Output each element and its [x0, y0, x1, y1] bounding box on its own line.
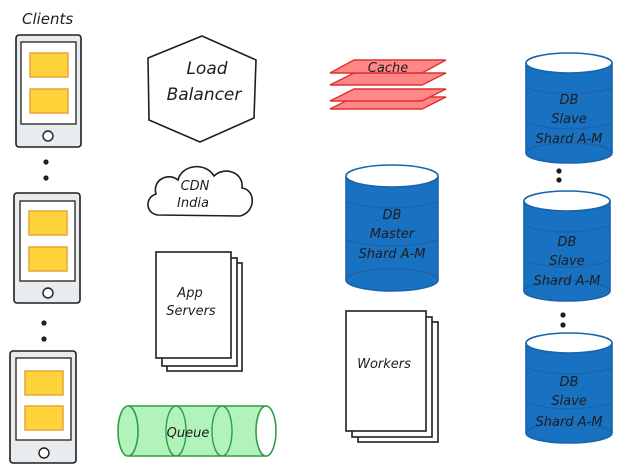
db-master-label-1: DB — [383, 208, 402, 223]
phone-icon-1 — [15, 34, 82, 148]
db-slave-1-cylinder: DB Slave Shard A-M — [525, 52, 613, 164]
db-master-label-2: Master — [370, 227, 416, 242]
vertical-ellipsis-icon-2 — [41, 320, 47, 342]
cdn-cloud-shape: CDN India — [147, 165, 254, 217]
db-master-cylinder: DB Master Shard A-M — [345, 164, 439, 292]
db-slave-3-label-1: DB — [560, 375, 579, 390]
db-slave-1-label-3: Shard A-M — [536, 132, 603, 147]
db-slave-2-cylinder: DB Slave Shard A-M — [523, 190, 611, 302]
clients-label: Clients — [22, 10, 73, 28]
db-slave-3-cylinder: DB Slave Shard A-M — [525, 332, 613, 444]
phone-icon-2 — [13, 192, 81, 304]
db-slave-1-label-1: DB — [560, 93, 579, 108]
workers-label: Workers — [357, 357, 411, 372]
cache-stack: Cache — [329, 59, 447, 110]
queue-cylinder: Queue — [117, 405, 277, 457]
db-slave-2-label-2: Slave — [549, 254, 585, 269]
app-servers-label-1: App — [176, 286, 202, 301]
queue-label: Queue — [167, 426, 210, 441]
db-slave-2-label-1: DB — [558, 235, 577, 250]
db-slave-2-label-3: Shard A-M — [534, 274, 601, 289]
db-slave-3-label-3: Shard A-M — [536, 415, 603, 430]
workers-stack: Workers — [345, 310, 439, 443]
vertical-ellipsis-icon-4 — [560, 312, 566, 328]
db-slave-1-label-2: Slave — [551, 112, 587, 127]
load-balancer-hexagon: Load Balancer — [147, 35, 257, 143]
cdn-label-2: India — [177, 196, 209, 211]
db-slave-3-label-2: Slave — [551, 394, 587, 409]
load-balancer-label-2: Balancer — [167, 85, 243, 105]
load-balancer-label-1: Load — [186, 59, 227, 79]
app-servers-stack: App Servers — [155, 251, 243, 372]
app-servers-label-2: Servers — [166, 304, 216, 319]
cdn-label-1: CDN — [181, 179, 210, 194]
vertical-ellipsis-icon-1 — [43, 159, 49, 181]
vertical-ellipsis-icon-3 — [556, 168, 562, 183]
phone-icon-3 — [9, 350, 77, 464]
db-master-label-3: Shard A-M — [359, 247, 426, 262]
cache-label: Cache — [368, 61, 408, 76]
